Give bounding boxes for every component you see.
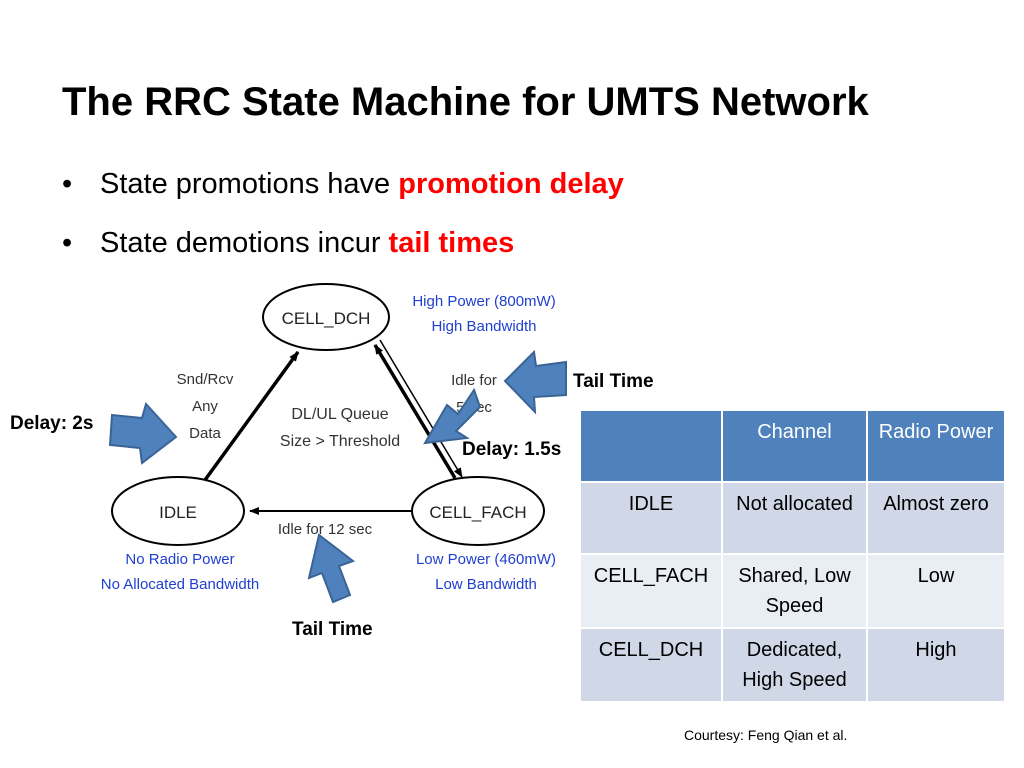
idle-power-info: No Radio Power <box>125 551 234 568</box>
dch-to-fach-label-line2: 5 sec <box>456 399 492 416</box>
fach-bandwidth-info: Low Bandwidth <box>435 576 537 593</box>
slide-title: The RRC State Machine for UMTS Network <box>62 80 869 124</box>
courtesy-note: Courtesy: Feng Qian et al. <box>684 727 848 743</box>
bullet-text: State promotions have promotion delay <box>100 168 624 200</box>
state-cell-fach <box>411 476 545 546</box>
queue-threshold-label-line2: Size > Threshold <box>280 433 400 450</box>
idle-to-dch-label-line1: Snd/Rcv <box>177 371 234 388</box>
table-header-cell <box>579 409 723 483</box>
fach-to-idle-label: Idle for 12 sec <box>278 521 373 538</box>
delay-1-5s-callout-arrow <box>423 387 482 445</box>
table-cell: Not allocated <box>721 481 868 555</box>
state-idle <box>111 476 245 546</box>
table-header-row: Channel Radio Power <box>579 409 1006 483</box>
table-cell: CELL_DCH <box>579 627 723 703</box>
table-cell: CELL_FACH <box>579 553 723 629</box>
table-cell: Dedicated, High Speed <box>721 627 868 703</box>
table-cell: Almost zero <box>866 481 1006 555</box>
dch-bandwidth-info: High Bandwidth <box>431 318 536 335</box>
table-cell: Shared, Low Speed <box>721 553 868 629</box>
tail-time-top-callout-arrow <box>503 349 567 415</box>
table-cell: High <box>866 627 1006 703</box>
table-row: IDLE Not allocated Almost zero <box>579 481 1006 555</box>
bullet-marker: • <box>62 227 73 259</box>
state-label-dch: CELL_DCH <box>282 309 371 328</box>
table-row: CELL_DCH Dedicated, High Speed High <box>579 627 1006 703</box>
idle-to-dch-label-line2: Any <box>192 398 218 415</box>
table-cell: IDLE <box>579 481 723 555</box>
fach-to-dch-transition <box>373 344 457 479</box>
delay-1-5s-label: Delay: 1.5s <box>462 439 561 460</box>
bullet-marker: • <box>62 168 73 200</box>
tail-time-top-label: Tail Time <box>573 371 654 392</box>
bullet-emphasis: promotion delay <box>398 168 624 200</box>
delay-2s-callout-arrow <box>108 401 178 465</box>
idle-to-dch-label-line3: Data <box>189 425 221 442</box>
state-label-idle: IDLE <box>159 503 197 522</box>
dch-to-fach-label-line1: Idle for <box>451 372 497 389</box>
tail-time-bottom-label: Tail Time <box>292 619 373 640</box>
table-header-cell: Radio Power <box>866 409 1006 483</box>
fach-power-info: Low Power (460mW) <box>416 551 556 568</box>
state-label-fach: CELL_FACH <box>429 503 526 522</box>
state-cell-dch <box>262 283 390 351</box>
idle-bandwidth-info: No Allocated Bandwidth <box>101 576 259 593</box>
dch-to-fach-transition <box>379 339 463 478</box>
table-cell: Low <box>866 553 1006 629</box>
tail-time-bottom-callout-arrow <box>307 533 356 604</box>
idle-to-dch-transition <box>203 350 300 482</box>
dch-power-info: High Power (800mW) <box>412 293 555 310</box>
bullet-text: State demotions incur tail times <box>100 227 515 259</box>
rrc-state-table: Channel Radio Power IDLE Not allocated A… <box>579 409 1006 703</box>
delay-2s-label: Delay: 2s <box>10 413 93 434</box>
table-header-cell: Channel <box>721 409 868 483</box>
table-row: CELL_FACH Shared, Low Speed Low <box>579 553 1006 629</box>
queue-threshold-label-line1: DL/UL Queue <box>291 406 388 423</box>
bullet-emphasis: tail times <box>388 227 515 259</box>
